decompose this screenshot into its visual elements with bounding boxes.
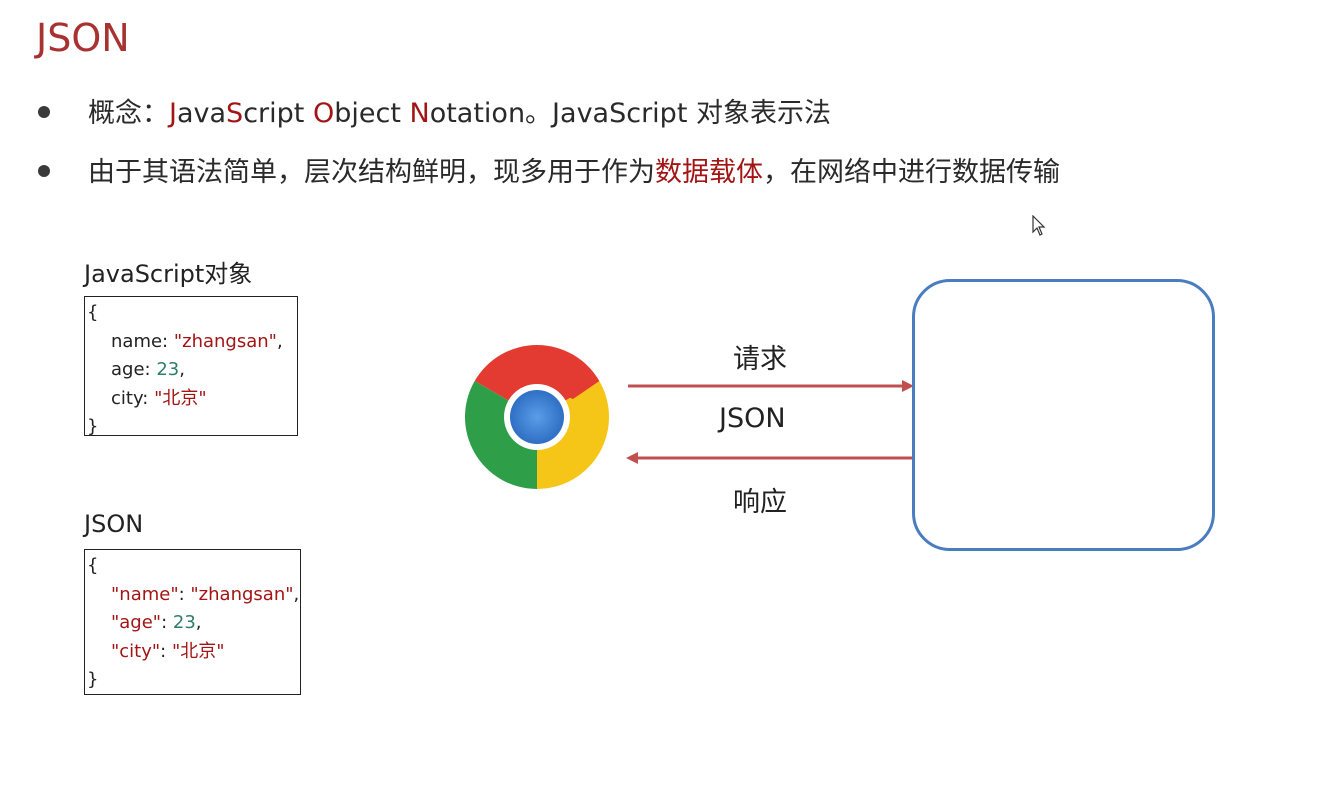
bullet-dot-icon	[38, 164, 50, 177]
json-object-code: { "name": "zhangsan", "age": 23, "city":…	[84, 549, 301, 695]
flow-arrows	[626, 380, 914, 464]
bullet-dot-icon	[38, 105, 50, 118]
page-title: JSON	[36, 16, 130, 60]
bullet-usage: 由于其语法简单，层次结构鲜明，现多用于作为数据载体，在网络中进行数据传输	[38, 155, 1060, 190]
js-object-label: JavaScript对象	[84, 260, 253, 288]
response-arrowhead-icon	[626, 452, 638, 464]
json-object-label: JSON	[84, 510, 144, 538]
server-box	[912, 279, 1215, 551]
request-label: 请求	[733, 344, 787, 375]
bullet-concept: 概念：JavaScript Object Notation。JavaScript…	[38, 96, 831, 131]
chrome-logo-icon	[464, 345, 610, 489]
mouse-cursor-icon	[1032, 215, 1046, 236]
request-arrowhead-icon	[902, 380, 914, 392]
js-object-code: { name: "zhangsan", age: 23, city: "北京" …	[84, 296, 298, 437]
payload-label: JSON	[719, 403, 786, 434]
response-label: 响应	[733, 487, 787, 518]
